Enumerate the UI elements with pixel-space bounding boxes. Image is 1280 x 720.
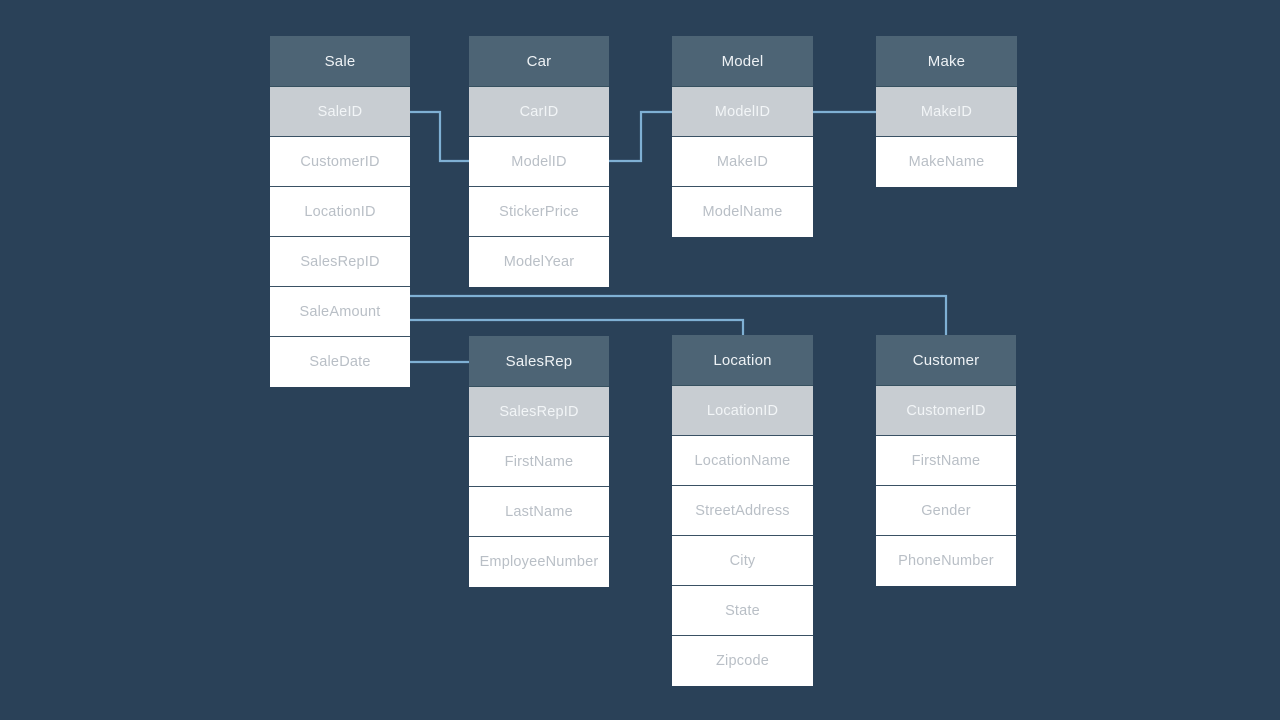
field-model-modelid[interactable]: ModelID bbox=[672, 87, 813, 137]
field-location-zipcode[interactable]: Zipcode bbox=[672, 636, 813, 686]
field-customer-customerid[interactable]: CustomerID bbox=[876, 386, 1016, 436]
field-sale-salesrepid[interactable]: SalesRepID bbox=[270, 237, 410, 287]
entity-header-car: Car bbox=[469, 36, 609, 87]
field-location-locationid[interactable]: LocationID bbox=[672, 386, 813, 436]
field-location-streetaddress[interactable]: StreetAddress bbox=[672, 486, 813, 536]
connector-sale-to-location bbox=[410, 318, 745, 336]
entity-header-make: Make bbox=[876, 36, 1017, 87]
entity-header-location: Location bbox=[672, 335, 813, 386]
field-sale-saleamount[interactable]: SaleAmount bbox=[270, 287, 410, 337]
entity-header-salesrep: SalesRep bbox=[469, 336, 609, 387]
connector-model-to-car bbox=[609, 110, 672, 163]
field-salesrep-firstname[interactable]: FirstName bbox=[469, 437, 609, 487]
field-salesrep-salesrepid[interactable]: SalesRepID bbox=[469, 387, 609, 437]
connector-car-to-sale bbox=[408, 110, 470, 163]
entity-header-model: Model bbox=[672, 36, 813, 87]
field-salesrep-employeenumber[interactable]: EmployeeNumber bbox=[469, 537, 609, 587]
field-sale-saledate[interactable]: SaleDate bbox=[270, 337, 410, 387]
entity-header-sale: Sale bbox=[270, 36, 410, 87]
field-make-makeid[interactable]: MakeID bbox=[876, 87, 1017, 137]
field-model-makeid[interactable]: MakeID bbox=[672, 137, 813, 187]
field-car-modelyear[interactable]: ModelYear bbox=[469, 237, 609, 287]
field-car-carid[interactable]: CarID bbox=[469, 87, 609, 137]
field-salesrep-lastname[interactable]: LastName bbox=[469, 487, 609, 537]
field-location-state[interactable]: State bbox=[672, 586, 813, 636]
entity-header-customer: Customer bbox=[876, 335, 1016, 386]
field-customer-firstname[interactable]: FirstName bbox=[876, 436, 1016, 486]
field-customer-gender[interactable]: Gender bbox=[876, 486, 1016, 536]
field-sale-locationid[interactable]: LocationID bbox=[270, 187, 410, 237]
field-sale-customerid[interactable]: CustomerID bbox=[270, 137, 410, 187]
field-location-locationname[interactable]: LocationName bbox=[672, 436, 813, 486]
field-car-modelid[interactable]: ModelID bbox=[469, 137, 609, 187]
field-customer-phonenumber[interactable]: PhoneNumber bbox=[876, 536, 1016, 586]
field-car-stickerprice[interactable]: StickerPrice bbox=[469, 187, 609, 237]
field-location-city[interactable]: City bbox=[672, 536, 813, 586]
field-make-makename[interactable]: MakeName bbox=[876, 137, 1017, 187]
field-model-modelname[interactable]: ModelName bbox=[672, 187, 813, 237]
field-sale-saleid[interactable]: SaleID bbox=[270, 87, 410, 137]
connector-sale-to-customer bbox=[410, 294, 948, 336]
